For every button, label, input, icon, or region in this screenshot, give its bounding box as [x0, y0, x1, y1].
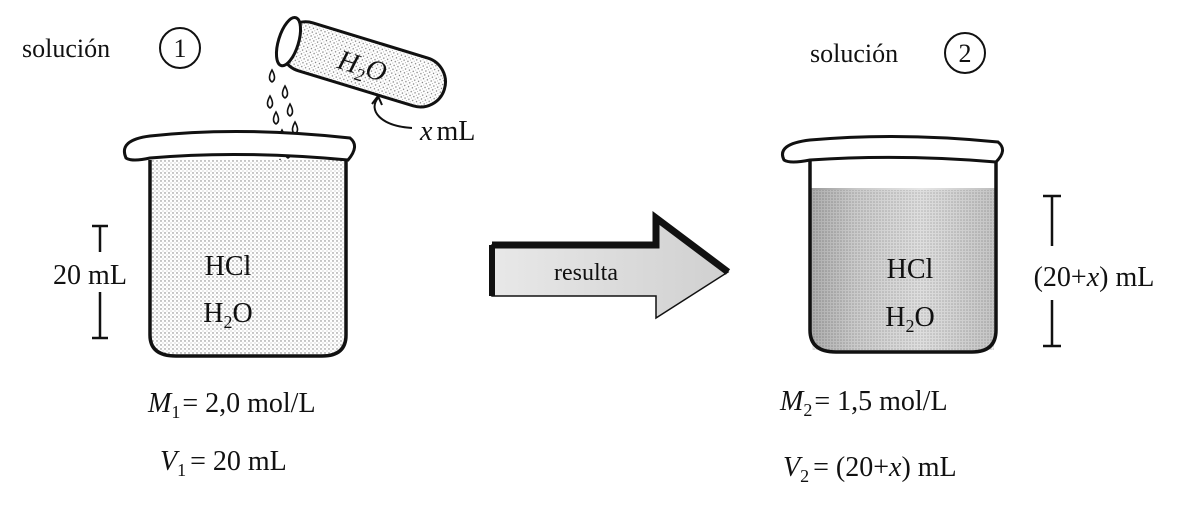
- solution-2-number-circle: [944, 32, 986, 74]
- beaker-2-water: H2O: [885, 302, 934, 336]
- volume-2-label: (20+x) mL: [1034, 262, 1155, 293]
- molarity-1: M1= 2,0 mol/L: [147, 388, 316, 422]
- volume-2-bracket: [1043, 194, 1061, 348]
- beaker-2: HCl H2O: [781, 134, 1004, 354]
- solution-2-title: solución 2: [810, 32, 986, 74]
- molarity-2: M2= 1,5 mol/L: [779, 386, 948, 420]
- svg-text:solución: solución: [22, 34, 110, 63]
- beaker-1: HCl H2O: [123, 129, 356, 358]
- arrow-label: resulta: [554, 260, 618, 286]
- beaker-1-hcl: HCl: [205, 251, 252, 282]
- volume-1-label: 20 mL: [53, 260, 127, 291]
- beaker-1-water: H2O: [203, 298, 252, 332]
- solution-2-number: 2: [959, 39, 972, 68]
- test-tube: H2O: [274, 16, 447, 109]
- result-arrow: resulta: [489, 211, 731, 320]
- solution-1-title: solución 1: [22, 27, 201, 69]
- solution-1-number: 1: [174, 34, 187, 63]
- beaker-2-hcl: HCl: [887, 254, 934, 285]
- svg-text:solución: solución: [810, 39, 898, 68]
- solution-1-number-circle: [159, 27, 201, 69]
- volume-2: V2= (20+x) mL: [783, 452, 957, 486]
- volume-1-bracket: [92, 224, 108, 340]
- volume-1: V1= 20 mL: [160, 446, 287, 480]
